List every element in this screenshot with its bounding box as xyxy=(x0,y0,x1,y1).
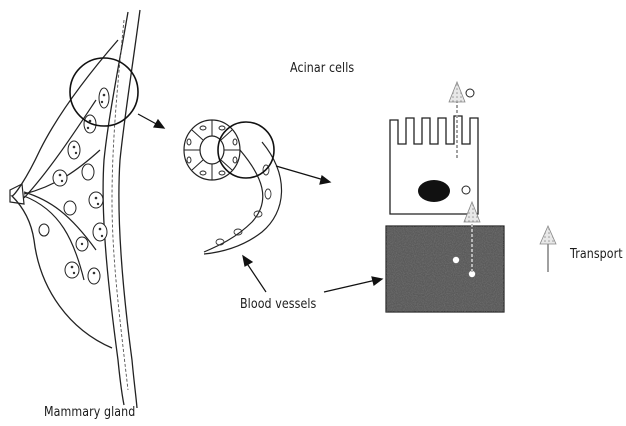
acinar-cells-label: Acinar cells xyxy=(290,60,354,76)
nucleus xyxy=(418,180,450,202)
arrow-blood-to-block xyxy=(324,277,382,292)
arrow-blood-to-vessel xyxy=(243,256,266,292)
transport-label: Transport xyxy=(570,246,623,262)
molecule-1 xyxy=(453,257,459,263)
blood-vessels-label: Blood vessels xyxy=(240,296,316,312)
vesicle-mid xyxy=(462,186,470,194)
mammary-gland-label: Mammary gland xyxy=(44,404,135,420)
arrow-breast-to-acinus xyxy=(138,114,164,128)
lobules xyxy=(39,88,109,284)
transport-legend-icon xyxy=(540,226,556,272)
vesicle-top xyxy=(466,89,474,97)
tissue-texture xyxy=(386,226,504,312)
arrow-acinus-to-cell xyxy=(276,166,330,184)
